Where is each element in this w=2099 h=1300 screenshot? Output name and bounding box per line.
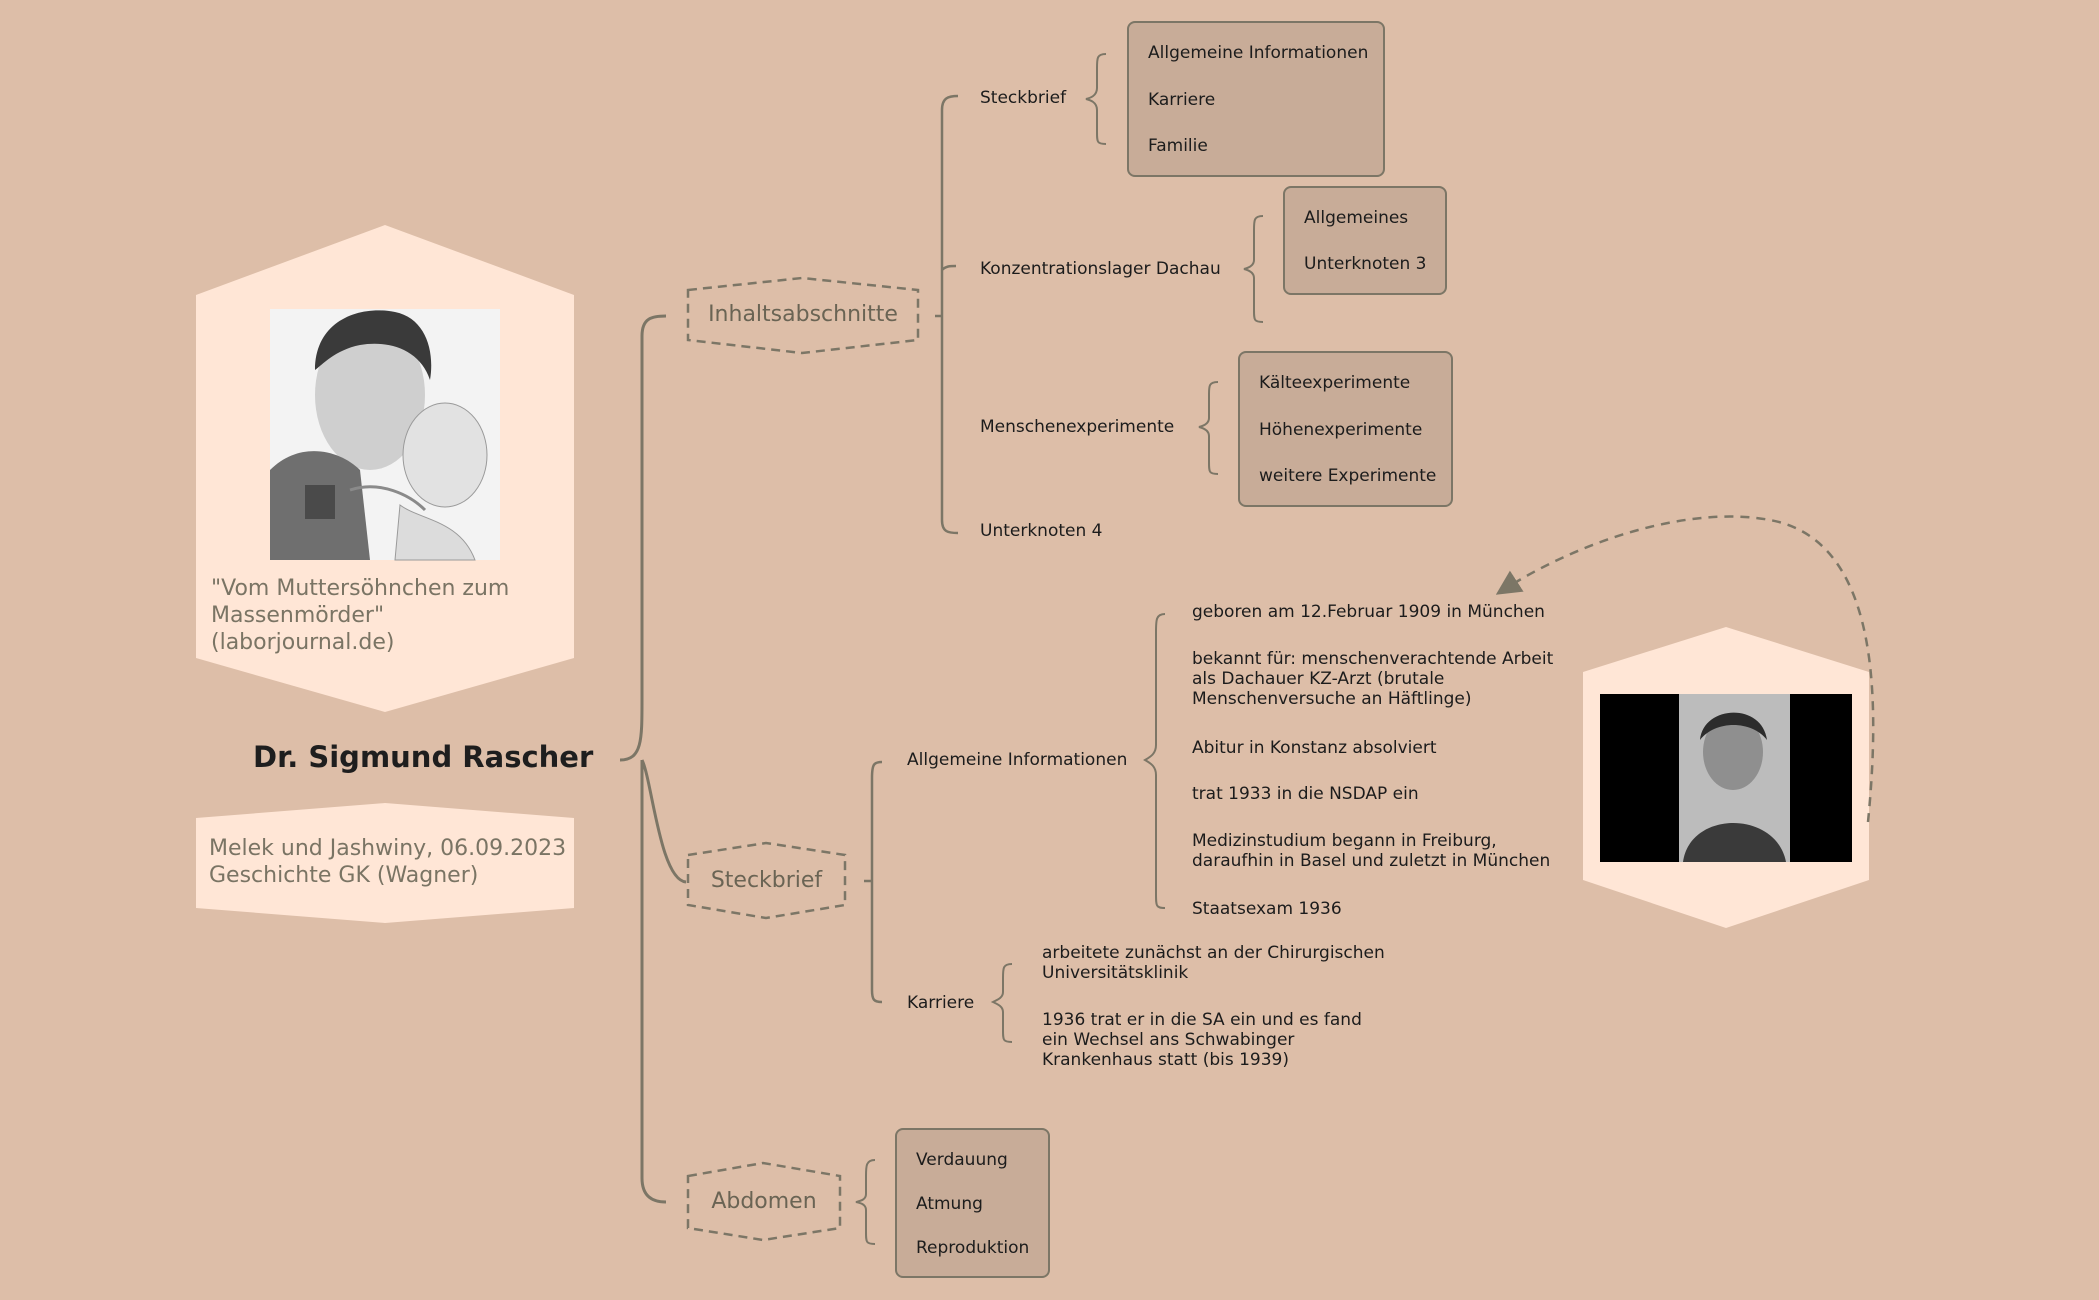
box-item[interactable]: Karriere [1148,90,1216,110]
photo-image [1600,694,1852,862]
relationship-arrow [1495,515,1875,823]
steckbrief-topic-shape[interactable] [686,841,847,920]
topic-inhaltsabschnitte[interactable]: Inhaltsabschnitte [708,302,898,327]
fact-item[interactable]: arbeitete zunächst an der Chirurgischen … [1042,943,1385,983]
topic-steckbrief[interactable]: Steckbrief [710,868,823,893]
authors-line1: Melek und Jashwiny, 06.09.2023 [209,836,567,861]
inhalt-menschen-bracket [1198,381,1219,475]
abdomen-topic-shape[interactable] [686,1161,842,1242]
box-item[interactable]: Allgemeine Informationen [1148,43,1369,63]
inhalt-steckbrief-box[interactable]: Allgemeine Informationen Karriere Famili… [1127,21,1385,177]
fact-item[interactable]: Abitur in Konstanz absolviert [1192,738,1437,758]
authors-caption: Melek und Jashwiny, 06.09.2023 Geschicht… [209,835,569,889]
steckbrief-allgemein-bracket [1143,613,1166,909]
abdomen-box[interactable]: Verdauung Atmung Reproduktion [895,1128,1050,1278]
inhalt-topic-shape[interactable] [686,276,920,355]
box-item[interactable]: Familie [1148,136,1208,156]
inhalt-unterknoten4-label[interactable]: Unterknoten 4 [980,521,1103,541]
portrait-caption-line1: "Vom Muttersöhnchen zum [211,576,510,601]
fact-item[interactable]: Medizinstudium begann in Freiburg, darau… [1192,831,1551,871]
inhalt-steckbrief-bracket [1085,53,1107,145]
inhalt-menschen-box[interactable]: Kälteexperimente Höhenexperimente weiter… [1238,351,1453,507]
portrait-caption: "Vom Muttersöhnchen zum Massenmörder" (l… [211,575,571,656]
steckbrief-allgemein-label[interactable]: Allgemeine Informationen [907,750,1128,770]
box-item[interactable]: weitere Experimente [1259,466,1437,486]
fact-item[interactable]: geboren am 12.Februar 1909 in München [1192,602,1545,622]
inhalt-steckbrief-label[interactable]: Steckbrief [980,88,1067,108]
topic-abdomen[interactable]: Abdomen [711,1189,817,1214]
steckbrief-connector [864,760,883,1004]
fact-item[interactable]: 1936 trat er in die SA ein und es fand e… [1042,1010,1362,1070]
abdomen-bracket [855,1159,876,1245]
portrait-caption-line2: Massenmörder" (laborjournal.de) [211,603,395,655]
steckbrief-karriere-bracket [990,963,1013,1043]
steckbrief-karriere-label[interactable]: Karriere [907,993,975,1013]
authors-card[interactable] [196,803,574,923]
central-topic[interactable]: Dr. Sigmund Rascher [253,740,594,774]
fact-item[interactable]: Staatsexam 1936 [1192,899,1342,919]
fact-item[interactable]: trat 1933 in die NSDAP ein [1192,784,1419,804]
inhalt-kz-label[interactable]: Konzentrationslager Dachau [980,259,1221,279]
box-item[interactable]: Allgemeines [1304,208,1409,228]
inhalt-kz-bracket [1243,215,1264,323]
portrait-drawing [270,309,500,561]
box-item[interactable]: Kälteexperimente [1259,373,1411,393]
box-item[interactable]: Unterknoten 3 [1304,254,1427,274]
authors-line2: Geschichte GK (Wagner) [209,863,479,888]
inhalt-menschen-label[interactable]: Menschenexperimente [980,417,1175,437]
main-connector [619,314,687,1204]
box-item[interactable]: Reproduktion [916,1238,1030,1258]
fact-item[interactable]: bekannt für: menschenverachtende Arbeit … [1192,649,1554,709]
box-item[interactable]: Höhenexperimente [1259,420,1423,440]
inhalt-kz-box[interactable]: Allgemeines Unterknoten 3 [1283,186,1447,295]
inhalt-connector [935,94,959,535]
box-item[interactable]: Atmung [916,1194,983,1214]
box-item[interactable]: Verdauung [916,1150,1008,1170]
